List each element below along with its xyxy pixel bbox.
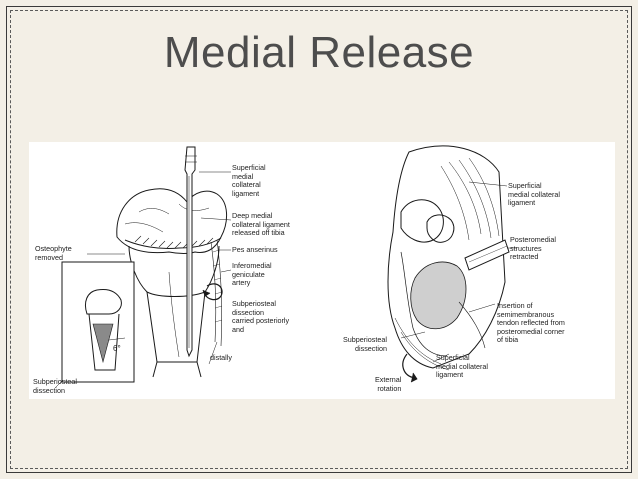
- label-distally: distally: [210, 353, 232, 362]
- label-external-rotation: External rotation: [375, 375, 402, 393]
- label-subperiosteal-dissection-right: Subperiosteal dissection: [343, 335, 387, 353]
- label-angle: 6°: [113, 344, 121, 353]
- slide-title: Medial Release: [163, 28, 475, 77]
- anatomy-figure: Superficial medial collateral ligament D…: [29, 142, 615, 399]
- label-deep-mcl: Deep medial collateral ligament released…: [232, 211, 290, 237]
- label-subperiosteal-dissection-left: Subperiosteal dissection: [33, 377, 77, 395]
- label-superficial-mcl-right: Superficial medial collateral ligament: [508, 181, 560, 207]
- label-posteromedial-structures: Posteromedial structures retracted: [510, 235, 556, 261]
- label-subperiosteal-posterior: Subperiosteal dissection carried posteri…: [232, 299, 290, 334]
- label-semimembranosus-insertion: Insertion of semimembranous tendon refle…: [497, 301, 565, 344]
- label-osteophyte-removed: Osteophyte removed: [35, 244, 72, 262]
- label-superficial-mcl-lower: Superficial medial collateral ligament: [436, 353, 488, 379]
- anatomy-illustration: [54, 145, 517, 389]
- label-inferomedial-artery: Inferomedial geniculate artery: [232, 261, 272, 287]
- label-superficial-mcl-left: Superficial medial collateral ligament: [232, 163, 266, 198]
- slide-border-outer: [6, 6, 632, 473]
- slide-border-inner: [10, 10, 628, 469]
- label-pes-anserinus: Pes anserinus: [232, 245, 278, 254]
